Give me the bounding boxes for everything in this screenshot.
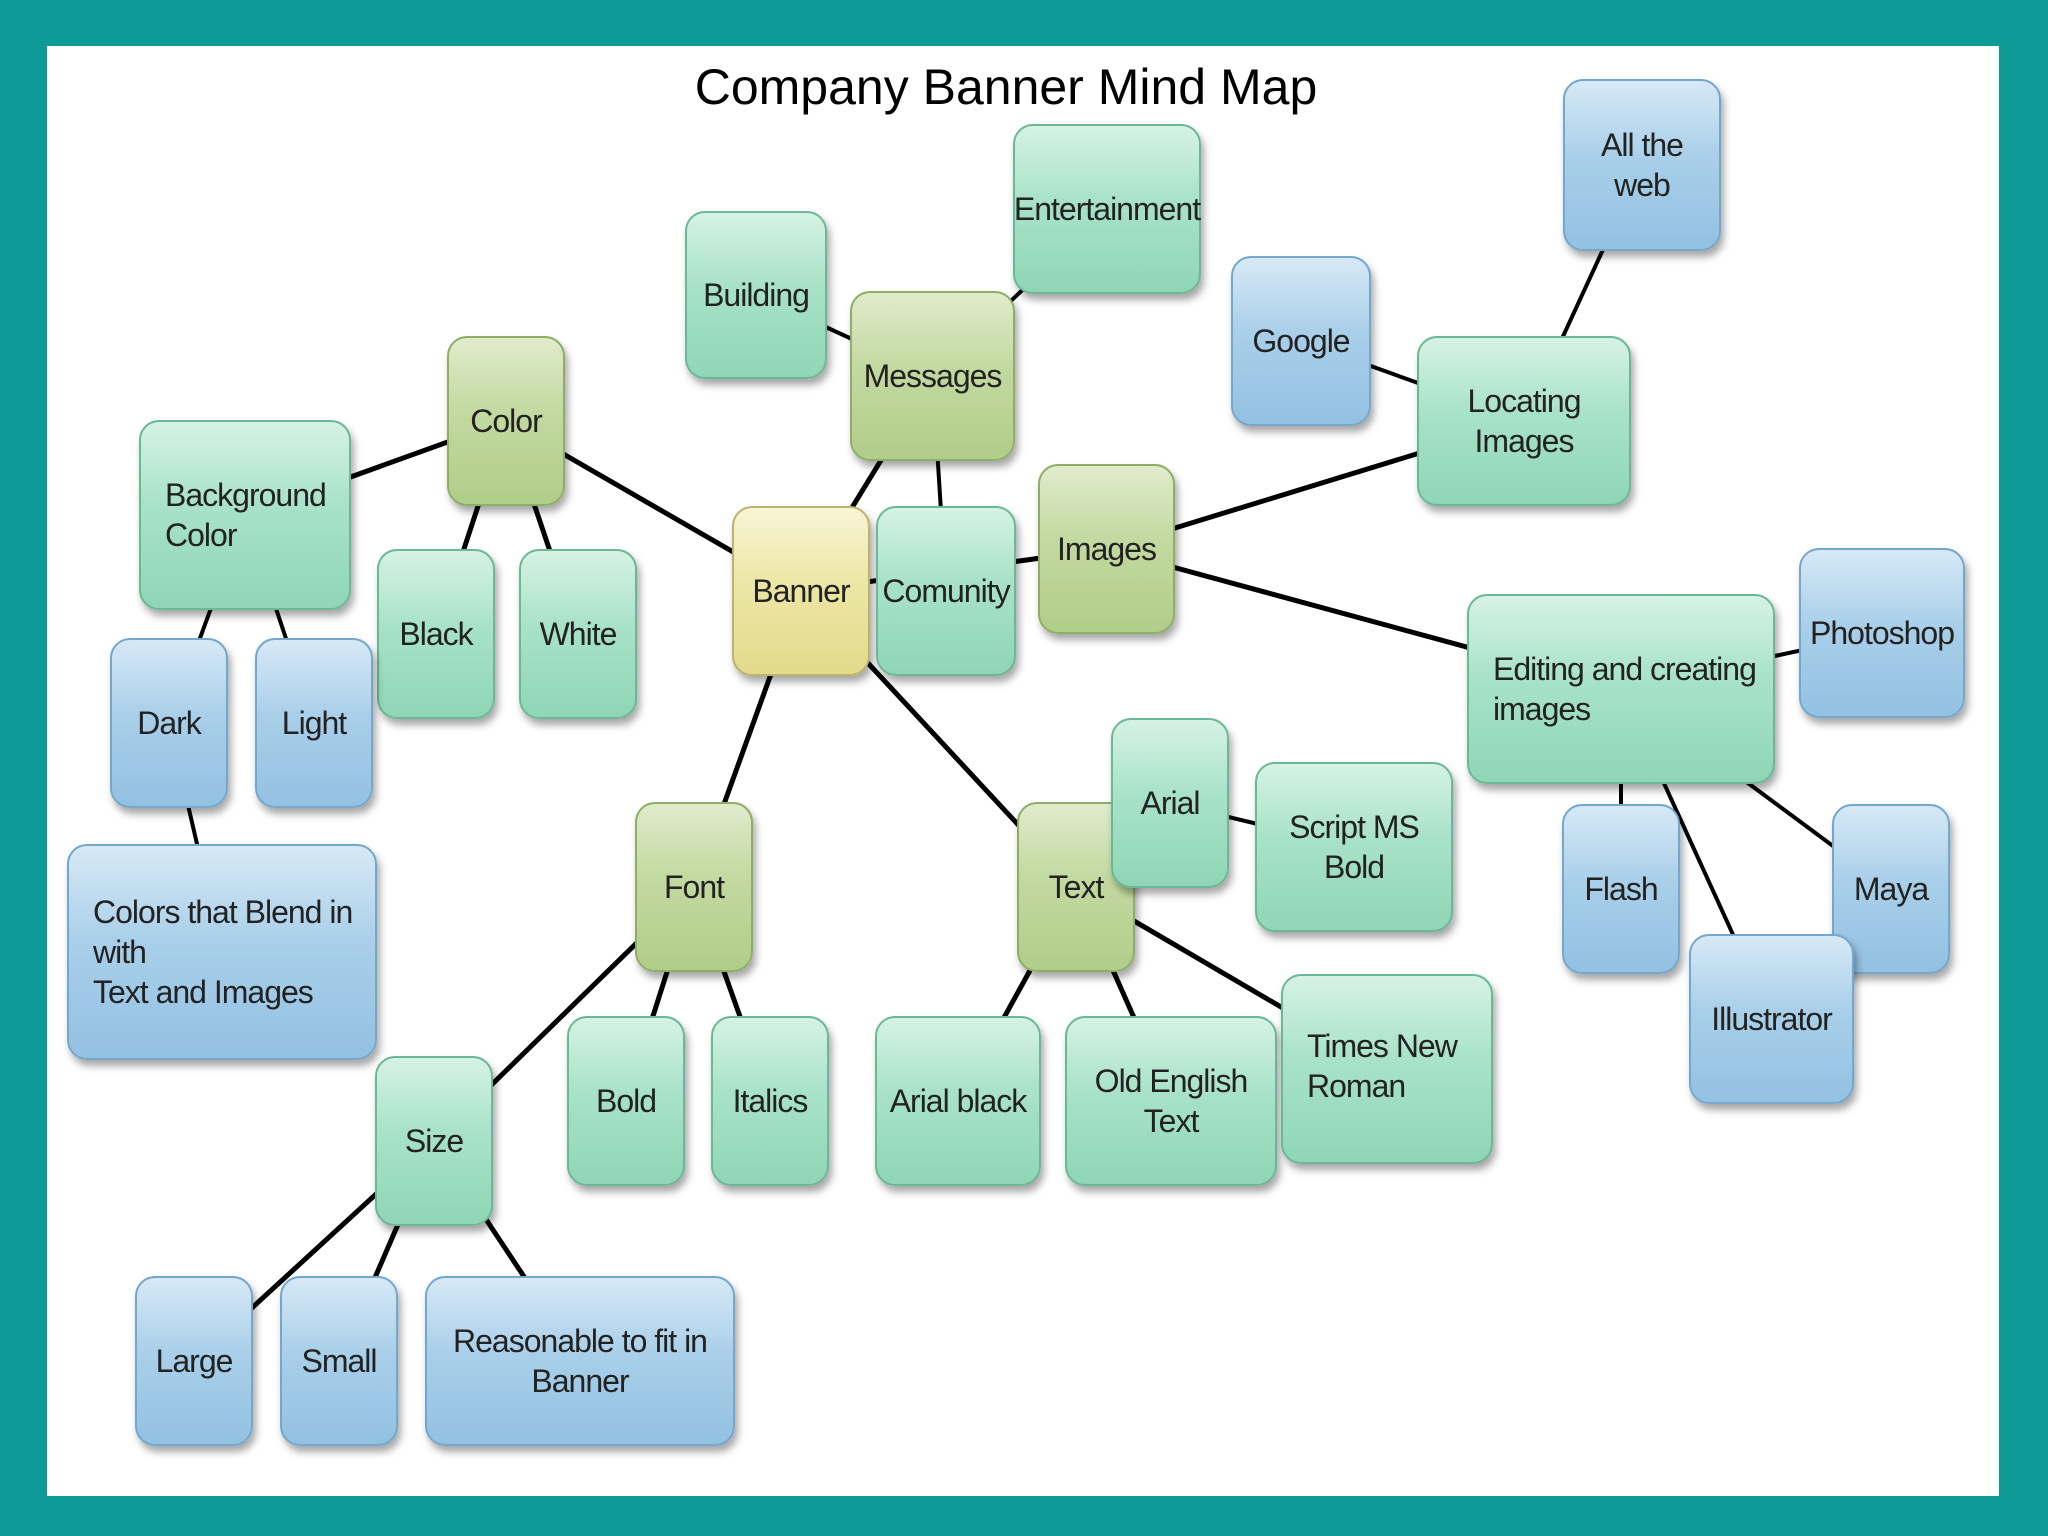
node-flash: Flash [1562,804,1680,974]
node-label: Photoshop [1810,615,1955,651]
node-label: Flash [1584,871,1658,907]
node-label: Colors that Blend in with Text and Image… [93,894,353,1010]
node-locating-images: Locating Images [1417,336,1631,506]
node-label: Old English Text [1094,1063,1249,1139]
node-label: Large [155,1343,234,1379]
node-photoshop: Photoshop [1799,548,1965,718]
node-label: Google [1252,323,1350,359]
node-label: Color [470,403,542,439]
node-label: Small [301,1343,377,1379]
node-label: Size [404,1123,464,1159]
node-arial-black: Arial black [875,1016,1041,1186]
node-all-the-web: All the web [1563,79,1721,251]
node-banner: Banner [732,506,870,676]
node-script-ms-bold: Script MS Bold [1255,762,1453,932]
node-label: Arial black [889,1083,1028,1119]
node-label: Banner [752,573,850,609]
node-messages: Messages [850,291,1015,461]
node-label: Images [1057,531,1157,567]
node-label: Italics [732,1083,809,1119]
node-label: Entertainment [1013,191,1201,227]
node-label: Arial [1140,785,1200,821]
node-blend-colors: Colors that Blend in with Text and Image… [67,844,377,1060]
node-label: Locating Images [1467,383,1582,459]
node-reasonable: Reasonable to fit in Banner [425,1276,735,1446]
node-label: Comunity [882,573,1010,609]
node-black: Black [377,549,495,719]
node-entertainment: Entertainment [1013,124,1201,294]
node-label: Bold [595,1083,657,1119]
node-label: Messages [863,358,1003,394]
node-label: Reasonable to fit in Banner [453,1323,708,1399]
node-google: Google [1231,256,1371,426]
node-size: Size [375,1056,493,1226]
node-background-color: Background Color [139,420,351,610]
node-label: Script MS Bold [1289,809,1420,885]
node-label: Text [1048,869,1105,905]
node-label: White [539,616,618,652]
node-large: Large [135,1276,253,1446]
node-building: Building [685,211,827,379]
node-community: Comunity [876,506,1016,676]
node-label: All the web [1601,127,1684,203]
node-old-english: Old English Text [1065,1016,1277,1186]
node-times-new-roman: Times New Roman [1281,974,1493,1164]
node-label: Illustrator [1711,1001,1833,1037]
node-label: Editing and creating images [1493,651,1757,727]
node-bold: Bold [567,1016,685,1186]
node-label: Dark [137,705,202,741]
node-label: Maya [1853,871,1929,907]
node-label: Times New Roman [1307,1028,1458,1104]
node-label: Black [399,616,473,652]
node-small: Small [280,1276,398,1446]
node-illustrator: Illustrator [1689,934,1854,1104]
node-label: Font [663,869,725,905]
node-white: White [519,549,637,719]
node-dark: Dark [110,638,228,808]
node-label: Building [703,277,810,313]
page-title: Company Banner Mind Map [694,59,1318,115]
node-light: Light [255,638,373,808]
node-color: Color [447,336,565,506]
node-arial: Arial [1111,718,1229,888]
node-font: Font [635,802,753,972]
node-label: Light [281,705,347,741]
node-images: Images [1038,464,1175,634]
node-maya: Maya [1832,804,1950,974]
mind-map-slide: Company Banner Mind Map Banner Messages Bu… [47,46,1999,1496]
node-italics: Italics [711,1016,829,1186]
node-editing-creating: Editing and creating images [1467,594,1775,784]
node-label: Background Color [165,477,327,553]
